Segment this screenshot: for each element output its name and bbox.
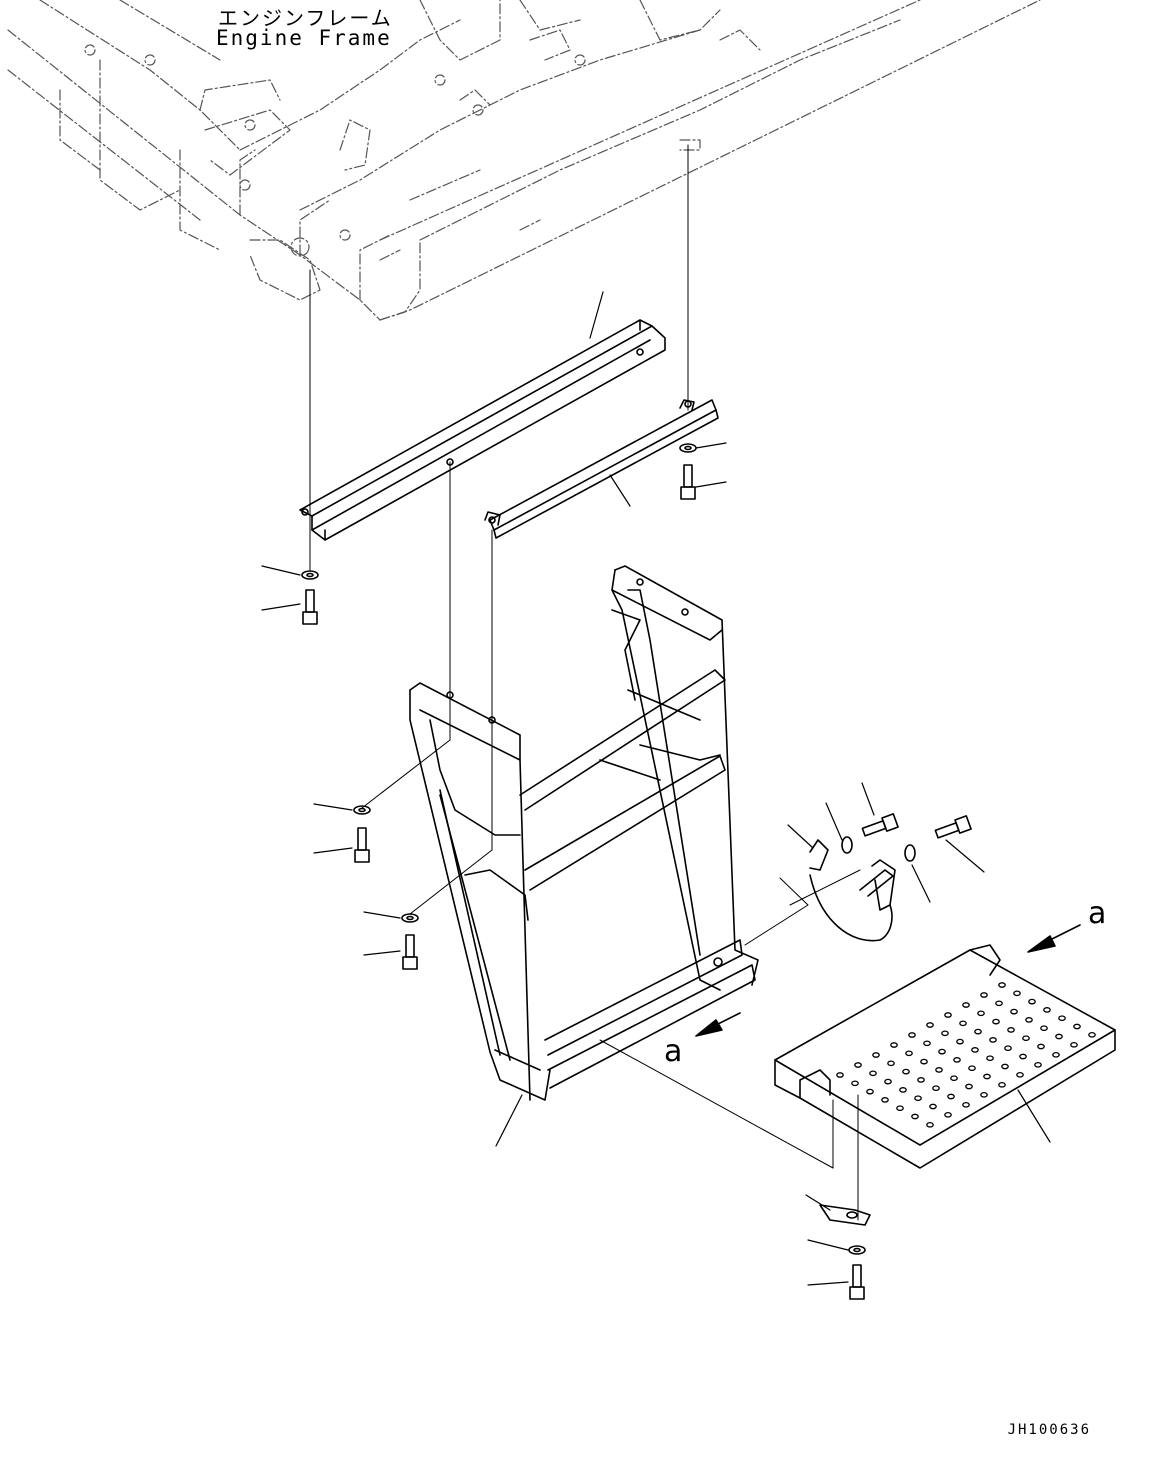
- drawing-code: JH100636: [1007, 1422, 1091, 1438]
- step-hole: [918, 1078, 924, 1082]
- step-hole: [954, 1058, 960, 1062]
- step-hole: [885, 1079, 891, 1083]
- step-hole: [870, 1071, 876, 1075]
- step-hole: [1071, 1043, 1077, 1047]
- step-hole: [1002, 1064, 1008, 1068]
- bracket-plate: [820, 1205, 870, 1225]
- step-hole: [963, 1003, 969, 1007]
- step-hole: [1020, 1054, 1026, 1058]
- step-hole: [927, 1023, 933, 1027]
- step-hole: [957, 1039, 963, 1043]
- step-hole: [888, 1061, 894, 1065]
- lock-pin-chain: [810, 840, 895, 941]
- step-hole: [996, 1001, 1002, 1005]
- step-hole: [867, 1089, 873, 1093]
- step-hole: [882, 1098, 888, 1102]
- step-hole: [1023, 1036, 1029, 1040]
- step-hole: [966, 1084, 972, 1088]
- alignment-lines: [310, 145, 860, 1220]
- engine-frame-label: Engine Frame: [216, 26, 392, 50]
- step-holes: [837, 983, 1095, 1127]
- step-hole: [1026, 1018, 1032, 1022]
- step-hole: [981, 993, 987, 997]
- step-hole: [945, 1013, 951, 1017]
- step-hole: [906, 1051, 912, 1055]
- view-arrow-upper: [1028, 925, 1080, 952]
- step-hole: [972, 1048, 978, 1052]
- step-hole: [1056, 1034, 1062, 1038]
- step-hole: [852, 1081, 858, 1085]
- step-hole: [1005, 1046, 1011, 1050]
- step-hole: [924, 1041, 930, 1045]
- step-hole: [978, 1011, 984, 1015]
- step-hole: [981, 1093, 987, 1097]
- view-arrow-lower: [696, 1013, 740, 1036]
- step-hole: [903, 1069, 909, 1073]
- washer-icon: [302, 444, 915, 1254]
- step-hole: [873, 1053, 879, 1057]
- step-hole: [933, 1086, 939, 1090]
- step-hole: [990, 1038, 996, 1042]
- view-a-label-lower: a: [664, 1034, 683, 1069]
- step-hole: [969, 1066, 975, 1070]
- step-hole: [999, 983, 1005, 987]
- step-hole: [987, 1056, 993, 1060]
- step-plate: [775, 945, 1115, 1168]
- step-hole: [1008, 1028, 1014, 1032]
- step-hole: [909, 1033, 915, 1037]
- step-hole: [1038, 1044, 1044, 1048]
- step-hole: [930, 1104, 936, 1108]
- step-hole: [900, 1088, 906, 1092]
- step-hole: [1044, 1008, 1050, 1012]
- step-hole: [1074, 1024, 1080, 1028]
- step-hole: [984, 1074, 990, 1078]
- engine-frame-label-jp: エンジンフレーム: [218, 6, 393, 30]
- step-hole: [1041, 1026, 1047, 1030]
- lower-rail: [485, 400, 718, 538]
- step-hole: [960, 1021, 966, 1025]
- step-hole: [1059, 1016, 1065, 1020]
- ladder-frame: [410, 566, 758, 1100]
- step-hole: [915, 1096, 921, 1100]
- step-hole: [1017, 1073, 1023, 1077]
- step-hole: [855, 1063, 861, 1067]
- step-hole: [936, 1068, 942, 1072]
- step-hole: [975, 1029, 981, 1033]
- step-hole: [963, 1103, 969, 1107]
- step-hole: [927, 1123, 933, 1127]
- step-hole: [948, 1094, 954, 1098]
- step-hole: [1029, 999, 1035, 1003]
- step-hole: [912, 1114, 918, 1118]
- view-a-label-upper: a: [1088, 896, 1107, 931]
- step-hole: [921, 1059, 927, 1063]
- step-hole: [897, 1106, 903, 1110]
- step-hole: [939, 1049, 945, 1053]
- step-hole: [837, 1073, 843, 1077]
- step-hole: [951, 1076, 957, 1080]
- step-hole: [1053, 1053, 1059, 1057]
- step-hole: [891, 1043, 897, 1047]
- upper-rail: [300, 320, 665, 540]
- step-hole: [993, 1019, 999, 1023]
- bolt-icon: [303, 465, 971, 1299]
- step-hole: [1089, 1033, 1095, 1037]
- step-hole: [999, 1083, 1005, 1087]
- step-hole: [1011, 1009, 1017, 1013]
- step-hole: [942, 1031, 948, 1035]
- hardware: [302, 444, 971, 1299]
- engine-frame: [8, 0, 1040, 320]
- leader-lines: [262, 292, 1050, 1285]
- step-hole: [945, 1113, 951, 1117]
- step-hole: [1035, 1063, 1041, 1067]
- step-hole: [1014, 991, 1020, 995]
